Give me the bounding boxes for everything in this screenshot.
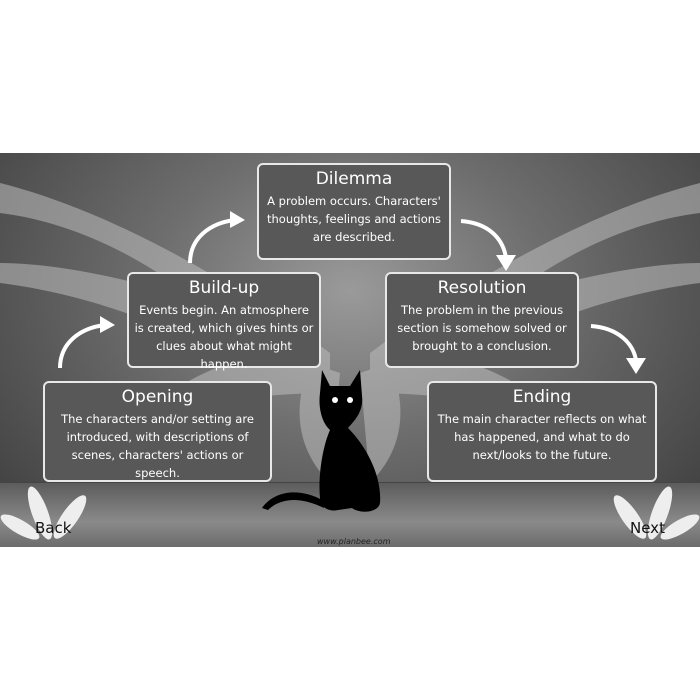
ending-box: Ending The main character reflects on wh… <box>427 381 657 482</box>
arrow-icon <box>590 324 646 374</box>
feather-icon <box>0 486 87 540</box>
story-structure-slide: Dilemma A problem occurs. Characters' th… <box>0 153 700 547</box>
box-text: Events begin. An atmosphere is created, … <box>134 303 314 371</box>
box-text: The main character reflects on what has … <box>437 412 647 462</box>
box-text: The problem in the previous section is s… <box>397 303 567 353</box>
next-button[interactable]: Next <box>630 519 665 537</box>
box-text: The characters and/or setting are introd… <box>61 412 254 480</box>
box-text: A problem occurs. Characters' thoughts, … <box>266 194 442 244</box>
back-button[interactable]: Back <box>35 519 72 537</box>
box-title: Resolution <box>437 278 527 298</box>
arrow-icon <box>188 211 245 264</box>
feather-icon <box>613 486 700 540</box>
buildup-box: Build-up Events begin. An atmosphere is … <box>127 272 321 371</box>
arrow-icon <box>58 316 115 369</box>
box-title: Ending <box>512 387 572 407</box>
arrow-icon <box>460 219 516 271</box>
box-title: Opening <box>121 387 194 407</box>
footer-url: www.planbee.com <box>317 537 391 546</box>
box-title: Dilemma <box>315 169 393 189</box>
resolution-box: Resolution The problem in the previous s… <box>385 272 579 368</box>
black-cat-image <box>262 370 381 512</box>
opening-box: Opening The characters and/or setting ar… <box>43 381 272 482</box>
dilemma-box: Dilemma A problem occurs. Characters' th… <box>257 163 451 260</box>
box-title: Build-up <box>188 278 260 298</box>
